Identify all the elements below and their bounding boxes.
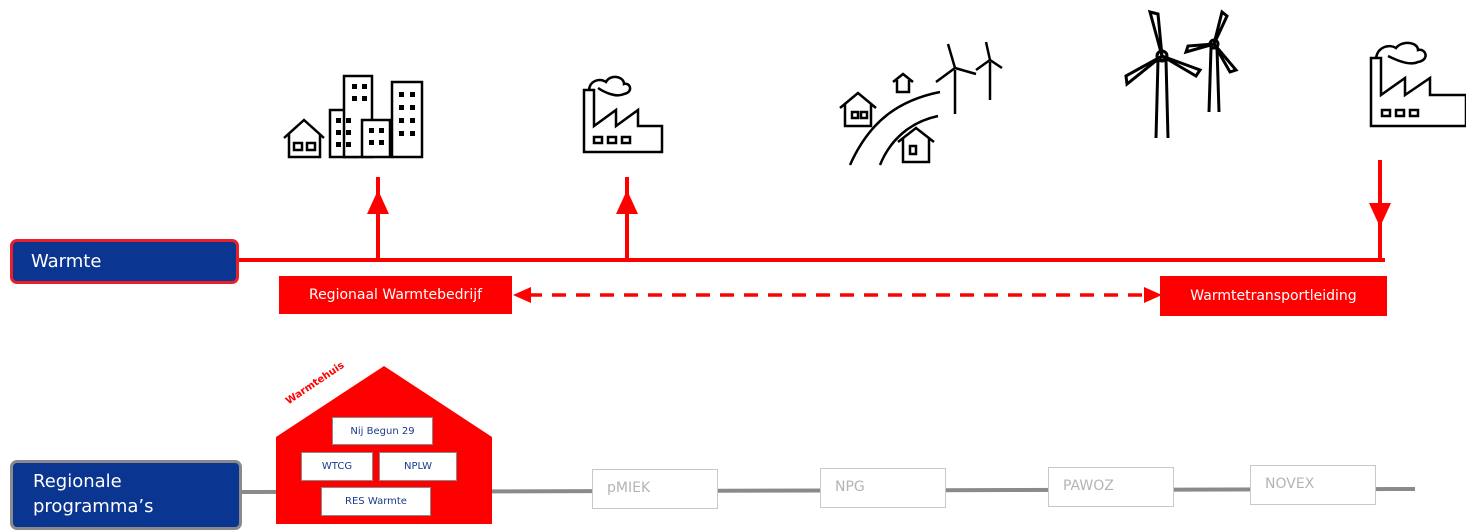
regionaal-warmtebedrijf-box: Regionaal Warmtebedrijf: [279, 276, 512, 314]
houses-windturbines-road-icon: [840, 42, 1002, 165]
programme-novex: NOVEX: [1250, 465, 1376, 505]
up-arrow-factory: [616, 177, 638, 260]
programme-npg: NPG: [820, 468, 946, 508]
programme-pmiek: pMIEK: [592, 469, 718, 509]
regionale-label-line1: Regionale: [33, 469, 239, 494]
warmtehuis-item-nplw: NPLW: [379, 452, 457, 481]
down-arrow-factory-right: [1369, 160, 1391, 260]
warmte-label-text: Warmte: [31, 251, 101, 272]
windturbines-icon: [1126, 12, 1236, 138]
warmtehuis-item-res-warmte: RES Warmte: [321, 487, 431, 516]
warmtehuis-item-nij-begun: Nij Begun 29: [332, 417, 433, 445]
up-arrow-buildings: [367, 177, 389, 260]
regionale-programmas-label: Regionale programma’s: [10, 460, 242, 530]
dashed-double-arrow: [513, 287, 1162, 303]
warmtetransportleiding-box: Warmtetransportleiding: [1160, 276, 1387, 316]
houses-buildings-icon: [284, 76, 422, 157]
factory-icon: [584, 77, 662, 152]
warmtehuis-item-wtcg: WTCG: [301, 452, 373, 481]
factory-icon-right: [1371, 43, 1466, 126]
regionale-label-line2: programma’s: [33, 494, 239, 519]
warmte-label: Warmte: [10, 239, 239, 284]
programme-pawoz: PAWOZ: [1048, 467, 1174, 507]
